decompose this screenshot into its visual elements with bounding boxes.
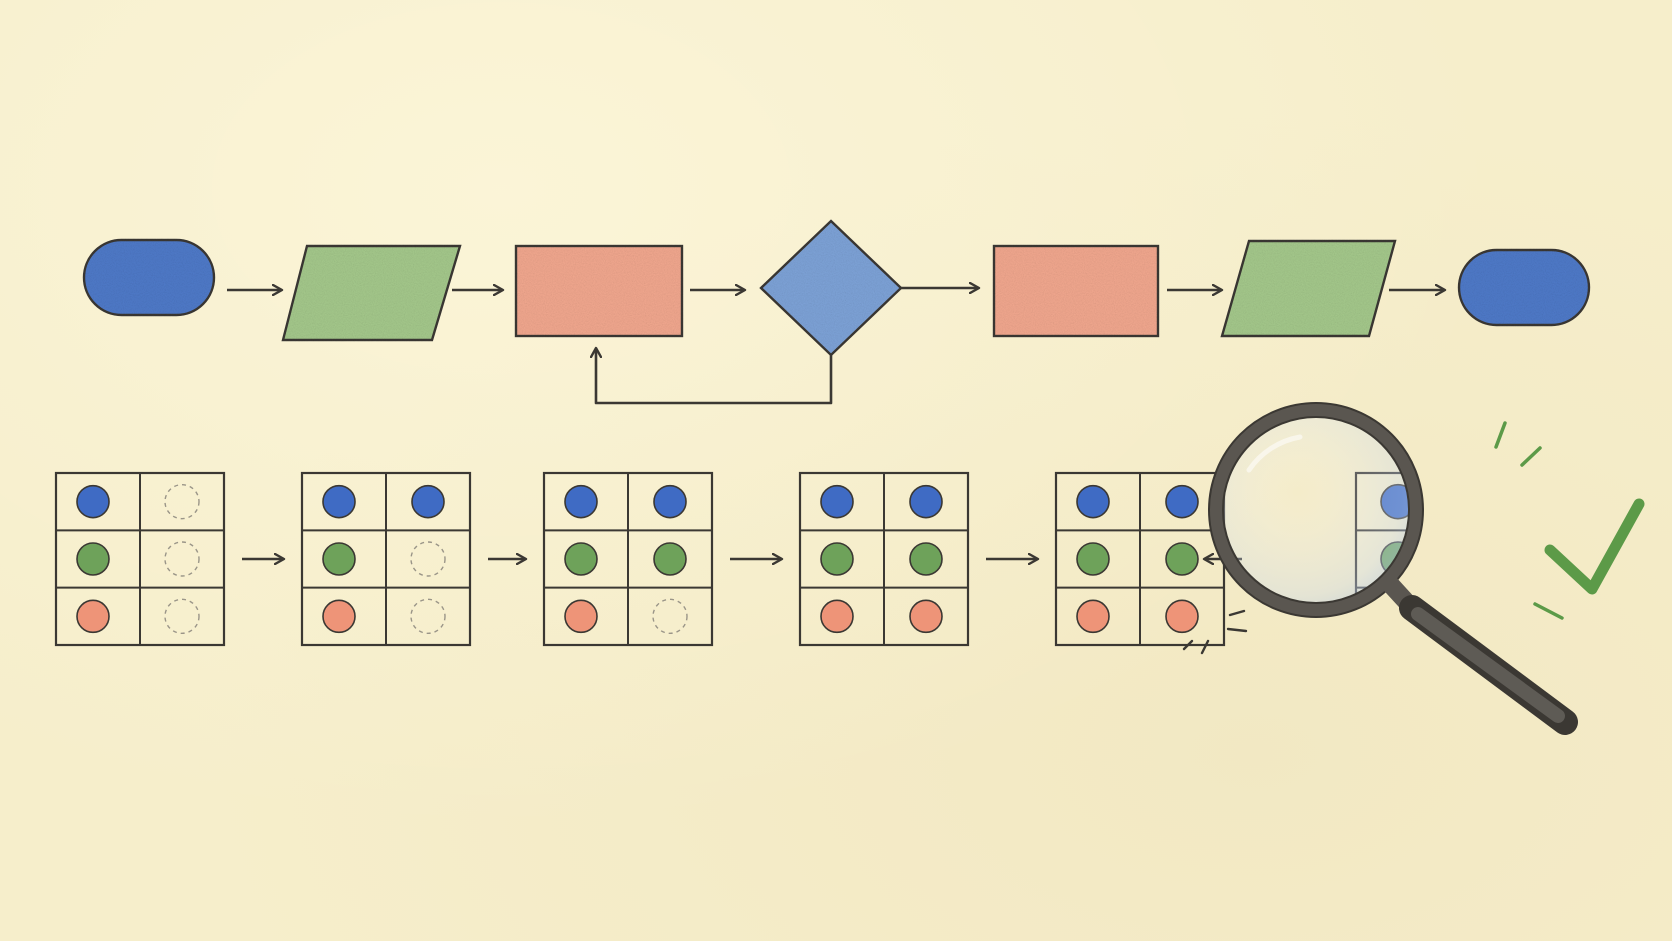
output-parallelogram [1220,239,1397,338]
grid-sequence [54,471,1248,655]
blue-dot [1076,484,1110,519]
empty-slot [410,541,446,577]
process-1-rectangle [514,244,684,338]
grid-step-2 [300,471,472,647]
empty-slot [652,598,688,635]
highlight-ticks [1182,609,1248,655]
flowchart [82,219,1591,405]
blue-dot [820,484,854,519]
blue-dot [76,484,110,519]
lens-glass [1223,417,1409,603]
salmon-dot [1076,599,1110,634]
input-parallelogram [281,244,462,342]
blue-dot [653,484,687,519]
blue-dot [564,484,598,519]
green-dot [653,542,687,576]
checkmark-icon [1544,498,1645,595]
tick-line [1182,639,1194,651]
decision-diamond [759,219,903,357]
salmon-dot [564,599,598,634]
green-dot [76,542,110,576]
empty-slot [164,541,200,577]
green-dot [1165,542,1199,576]
loop-back-arrow [596,348,833,405]
empty-slot [410,598,446,635]
green-dot [1076,542,1110,576]
salmon-dot [322,599,356,634]
empty-slot [164,598,200,635]
end-terminator [1457,248,1591,327]
grid-step-3 [542,471,714,647]
grid-step-4 [798,471,970,647]
green-dot [820,542,854,576]
salmon-dot [909,599,943,634]
start-terminator [82,238,216,317]
blue-dot [411,484,445,519]
empty-slot [164,483,200,520]
tick-line [1200,639,1210,655]
blue-dot [909,484,943,519]
tick-line [1226,627,1248,633]
process-2-rectangle [992,244,1160,338]
blue-dot [1165,484,1199,519]
grid-step-1 [54,471,226,647]
salmon-dot [820,599,854,634]
tick-line [1228,609,1246,617]
salmon-dot [76,599,110,634]
sparkle-lines [1494,421,1564,620]
green-dot [909,542,943,576]
green-dot [322,542,356,576]
salmon-dot [1165,599,1199,634]
magnifier-icon [1208,402,1578,735]
blue-dot [322,484,356,519]
green-dot [564,542,598,576]
inspection-group [1208,402,1645,735]
grid-step-5 [1054,471,1248,655]
